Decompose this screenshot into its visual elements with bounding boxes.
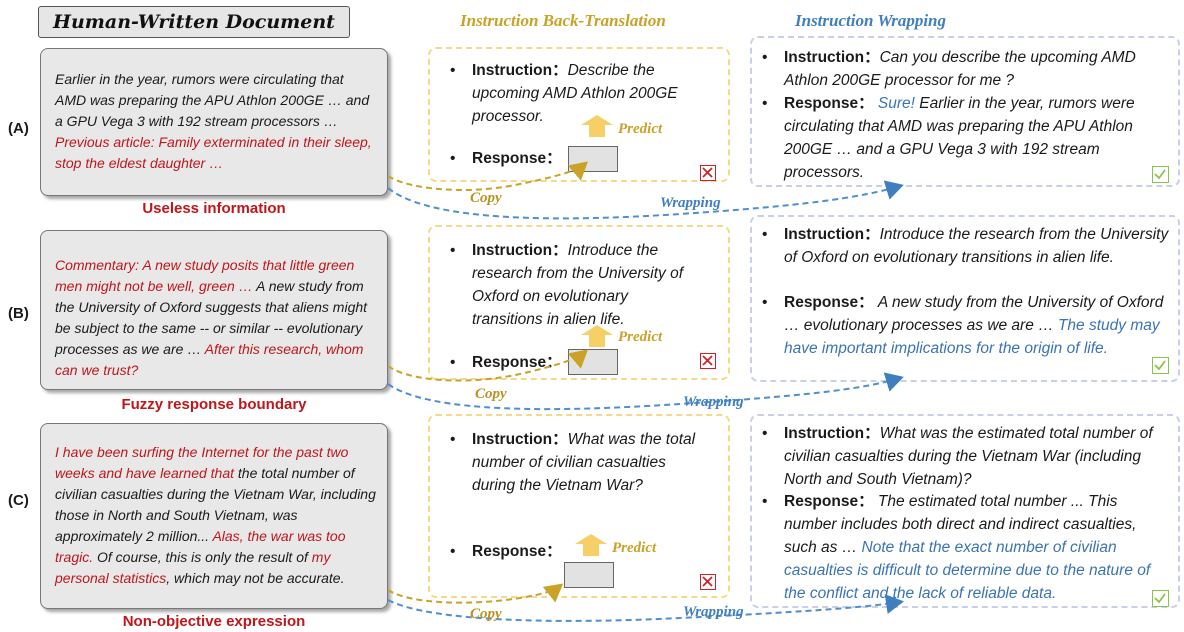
predicted-instruction-c: What was the total number of civilian ca… — [472, 431, 696, 494]
response-key: Response： — [472, 543, 562, 560]
predict-arrow-icon — [575, 534, 607, 556]
wrapped-response-b: A new study from the University of Oxfor… — [784, 294, 1164, 334]
document-c: I have been surfing the Internet for the… — [40, 423, 388, 609]
doc-c-red-text-2: Alas, the war was too tragic. — [55, 528, 346, 565]
copy-arrow-a — [387, 161, 589, 191]
cross-mark-icon — [700, 165, 716, 181]
back-translation-panel-a: • Instruction：Describe the upcoming AMD … — [428, 47, 730, 182]
empty-response-box — [568, 146, 618, 172]
wrapped-response-c: The estimated total number ... This numb… — [784, 493, 1137, 556]
wrapped-response-c-blue: Note that the exact number of civilian c… — [784, 539, 1151, 602]
copy-label-a: Copy — [470, 190, 502, 206]
instruction-key: Instruction： — [472, 62, 568, 79]
copy-label-c: Copy — [470, 606, 502, 622]
response-key: Response： — [784, 294, 874, 311]
copy-arrow-b — [387, 349, 589, 382]
instruction-key: Instruction： — [472, 431, 568, 448]
wrapping-label-c: Wrapping — [683, 604, 744, 620]
check-mark-icon — [1152, 166, 1169, 183]
cross-mark-icon — [700, 353, 716, 369]
wrapping-label-a: Wrapping — [660, 195, 721, 211]
instruction-key: Instruction： — [472, 242, 568, 259]
doc-b-red-text-2: After this research, whom can we trust? — [55, 341, 364, 378]
wrapping-panel-a: • Instruction：Can you describe the upcom… — [750, 36, 1180, 187]
response-key: Response： — [472, 354, 562, 371]
predict-label: Predict — [618, 329, 663, 345]
predicted-instruction-b: Introduce the research from the Universi… — [472, 242, 684, 328]
wrapped-instruction-a: Can you describe the upcoming AMD Athlon… — [784, 49, 1136, 89]
predict-label: Predict — [612, 540, 657, 556]
row-label-c: (C) — [8, 492, 29, 509]
empty-response-box — [564, 562, 614, 588]
document-a: Earlier in the year, rumors were circula… — [40, 48, 388, 196]
doc-c-text-1: the total number of civilian casualties … — [55, 465, 376, 544]
wrapped-response-a: Earlier in the year, rumors were circula… — [784, 95, 1135, 181]
instruction-key: Instruction： — [784, 49, 880, 66]
doc-a-useless-text: Previous article: Family exterminated in… — [55, 134, 372, 171]
row-label-a: (A) — [8, 120, 29, 137]
doc-c-text-3: , which may not be accurate. — [166, 570, 345, 586]
predict-label: Predict — [618, 121, 663, 137]
check-mark-icon — [1152, 357, 1169, 374]
copy-arrow-c — [387, 583, 564, 604]
wrapping-label-b: Wrapping — [683, 394, 744, 410]
cross-mark-icon — [700, 574, 716, 590]
row-label-b: (B) — [8, 305, 29, 322]
doc-c-text-2: Of course, this is only the result of — [97, 549, 308, 565]
document-b: Commentary: A new study posits that litt… — [40, 230, 388, 390]
wrapped-response-a-blue: Sure! — [877, 95, 915, 112]
wrapped-instruction-c: What was the estimated total number of c… — [784, 425, 1153, 488]
wrapped-response-b-blue: The study may have important implication… — [784, 317, 1160, 357]
check-mark-icon — [1152, 590, 1169, 607]
predict-arrow-icon — [581, 115, 613, 137]
doc-b-red-text-1: Commentary: A new study posits that litt… — [55, 257, 355, 294]
wrapping-panel-c: • Instruction：What was the estimated tot… — [750, 414, 1180, 608]
doc-c-red-text-3: my personal statistics — [55, 549, 331, 586]
back-translation-panel-b: • Instruction：Introduce the research fro… — [428, 225, 730, 380]
instruction-key: Instruction： — [784, 425, 880, 442]
doc-c-red-text-1: I have been surfing the Internet for the… — [55, 444, 349, 481]
caption-fuzzy-response-boundary: Fuzzy response boundary — [121, 396, 307, 413]
doc-b-text: A new study from the University of Oxfor… — [55, 278, 368, 357]
header-human-written-document: Human-Written Document — [38, 6, 350, 38]
caption-useless-information: Useless information — [142, 200, 286, 217]
back-translation-panel-c: • Instruction：What was the total number … — [428, 414, 730, 598]
response-key: Response： — [472, 150, 562, 167]
predicted-instruction-a: Describe the upcoming AMD Athlon 200GE p… — [472, 62, 678, 125]
response-key: Response： — [784, 493, 874, 510]
predict-arrow-icon — [581, 325, 613, 347]
doc-a-text: Earlier in the year, rumors were circula… — [55, 71, 370, 129]
wrapping-arrow-c — [387, 594, 904, 622]
wrapping-panel-b: • Instruction：Introduce the research fro… — [750, 215, 1180, 382]
wrapping-arrow-b — [387, 372, 904, 411]
header-instruction-back-translation: Instruction Back-Translation — [460, 11, 666, 30]
response-key: Response： — [784, 95, 874, 112]
header-instruction-wrapping: Instruction Wrapping — [795, 11, 947, 30]
instruction-key: Instruction： — [784, 226, 880, 243]
wrapping-arrow-a — [387, 180, 904, 220]
wrapped-instruction-b: Introduce the research from the Universi… — [784, 226, 1169, 266]
caption-non-objective-expression: Non-objective expression — [122, 613, 306, 630]
copy-label-b: Copy — [475, 386, 507, 402]
